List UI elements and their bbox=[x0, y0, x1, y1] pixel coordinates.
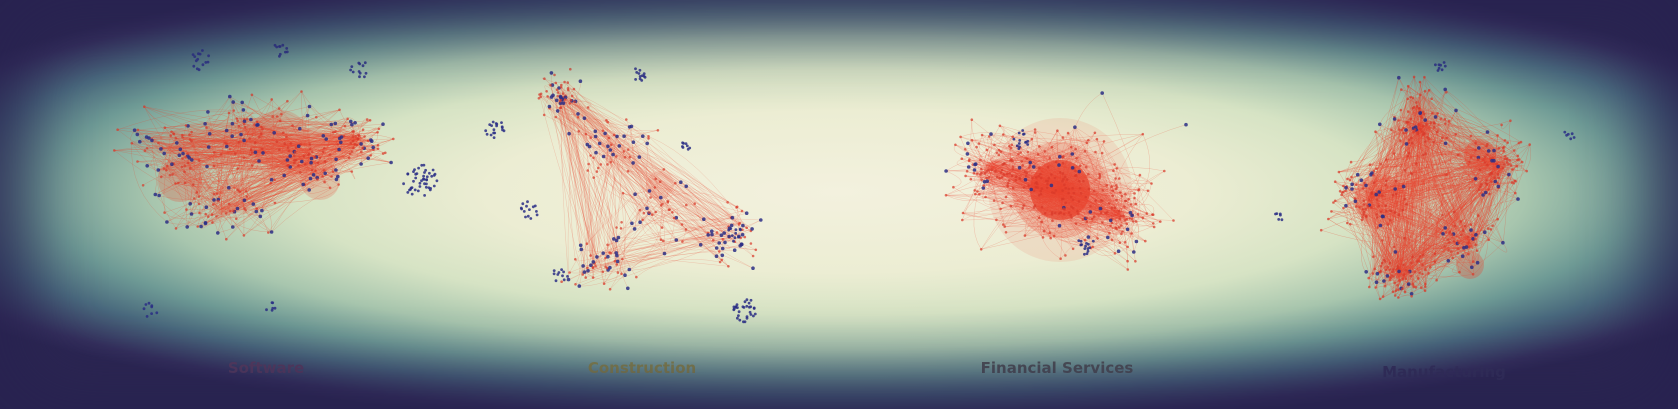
nodes bbox=[1274, 61, 1576, 301]
construction-network-graph bbox=[484, 67, 763, 324]
nodes bbox=[484, 67, 763, 324]
edges bbox=[1321, 76, 1531, 300]
nodes bbox=[944, 91, 1188, 271]
software-network-graph bbox=[113, 43, 439, 318]
edges bbox=[539, 72, 761, 290]
financial-services-label: Financial Services bbox=[980, 359, 1134, 377]
manufacturing-label: Manufacturing bbox=[1382, 363, 1506, 381]
manufacturing-network-graph bbox=[1274, 61, 1576, 301]
construction-label: Construction bbox=[587, 359, 697, 377]
edges bbox=[114, 91, 394, 240]
software-label: Software bbox=[227, 359, 305, 377]
financial-services-network-graph bbox=[944, 91, 1188, 271]
nodes bbox=[113, 43, 439, 318]
edges bbox=[945, 92, 1187, 270]
